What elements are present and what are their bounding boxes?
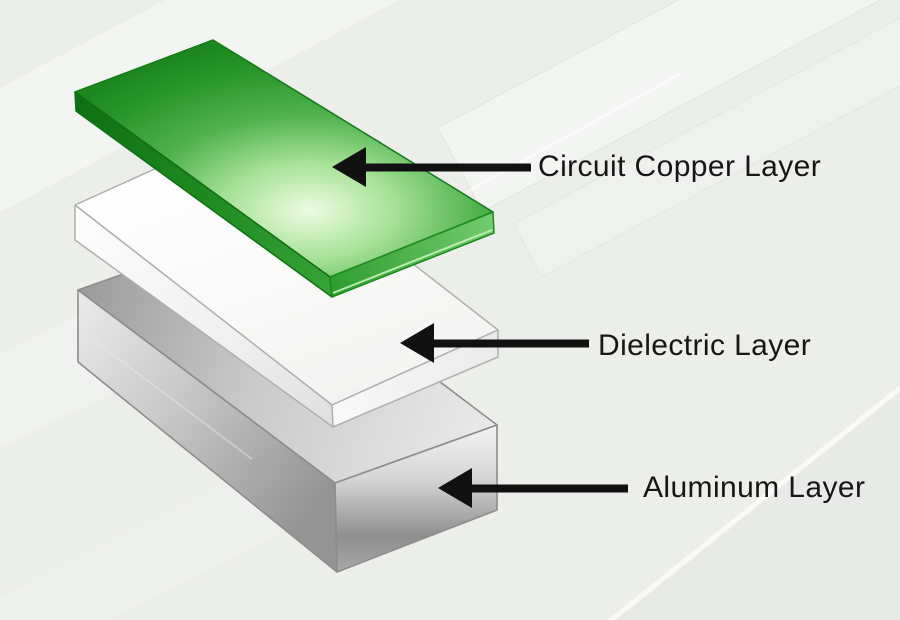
arrow-shaft [364,163,531,172]
background-streak [512,2,900,278]
arrow-to-aluminum-layer [438,468,628,508]
arrow-shaft [432,339,589,348]
label-aluminum-layer: Aluminum Layer [643,471,866,504]
copper-edge-highlight [332,229,493,294]
arrow-head [438,468,472,508]
label-circuit-copper-layer: Circuit Copper Layer [538,150,822,183]
copper-layer-slab [74,39,495,298]
arrow-shaft [470,484,628,493]
dielectric-layer-front-right-face [331,329,499,428]
dielectric-layer-slab [74,129,499,428]
copper-layer-front-right-face [329,211,495,298]
arrow-to-dielectric-layer [400,323,589,363]
arrow-head [400,323,434,363]
arrow-to-copper-layer [332,147,531,187]
arrow-head [332,147,366,187]
aluminum-face-highlight [95,341,253,460]
label-dielectric-layer: Dielectric Layer [598,329,812,362]
annotation-arrows [332,147,628,508]
aluminum-layer-front-right-face [334,424,498,573]
background-streak [483,281,900,620]
background-streak [399,72,681,231]
